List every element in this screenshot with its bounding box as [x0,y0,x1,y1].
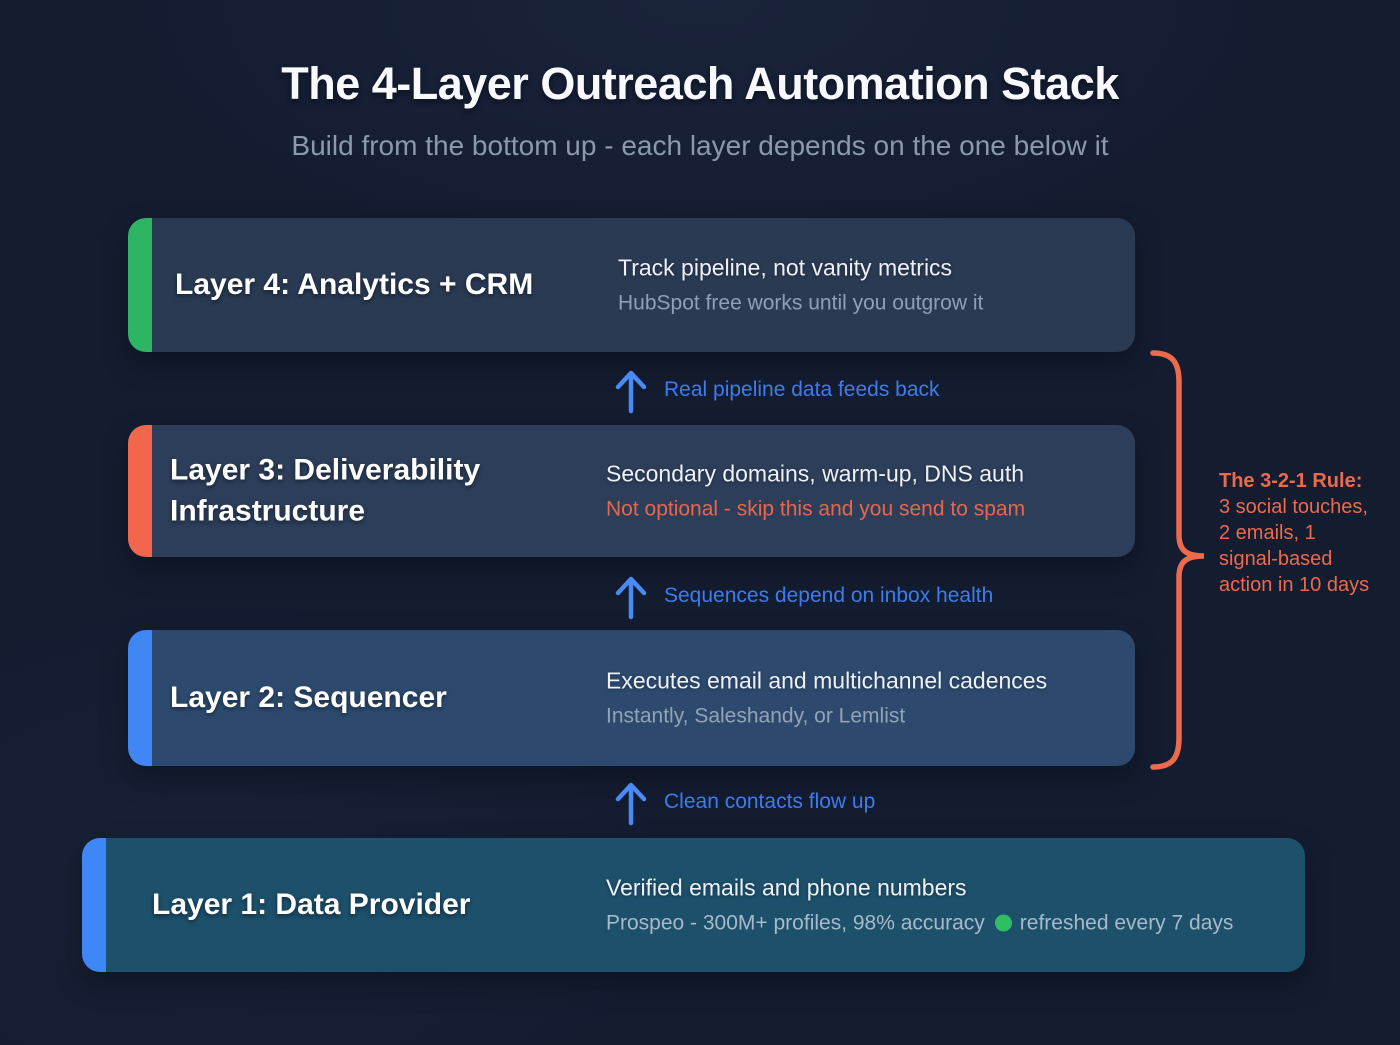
layer-1-card-body: Layer 1: Data Provider Verified emails a… [106,838,1305,972]
layer-1-card: Layer 1: Data Provider Verified emails a… [82,838,1305,972]
flow-arrow-label-2: Sequences depend on inbox health [664,584,994,607]
layer-1-provider-stats: Prospeo - 300M+ profiles, 98% accuracy [606,911,985,935]
layer-2-desc-secondary: Instantly, Saleshandy, or Lemlist [606,704,906,728]
status-dot-icon [994,914,1012,932]
flow-arrow-group-2: Sequences depend on inbox health [612,572,993,620]
rule-note-bold: The 3-2-1 Rule: [1219,470,1363,492]
layer-3-card-body: Layer 3: Deliverability Infrastructure S… [152,425,1135,557]
layer-3-desc-primary: Secondary domains, warm-up, DNS auth [606,460,1025,487]
layer-3-accent-bar [128,425,152,557]
layer-3-title: Layer 3: Deliverability Infrastructure [170,453,481,528]
layer-2-desc-primary: Executes email and multichannel cadences [606,667,1048,694]
layer-2-card: Layer 2: Sequencer Executes email and mu… [128,630,1135,766]
rule-note: The 3-2-1 Rule: 3 social touches, 2 email… [1219,468,1371,598]
rule-note-text-a: 3 social touches, [1219,496,1368,518]
layer-1-refresh-note: refreshed every 7 days [1019,911,1234,935]
arrow-up-icon [615,576,647,620]
rule-note-text-b: 2 emails, 1 signal-based action in 10 da… [1219,522,1370,596]
layer-4-accent-bar [128,218,152,352]
layer-1-desc-primary: Verified emails and phone numbers [606,874,967,901]
arrow-up-icon [615,370,647,414]
layer-3-card: Layer 3: Deliverability Infrastructure S… [128,425,1135,557]
layer-3-desc-secondary: Not optional - skip this and you send to… [606,497,1026,521]
layer-1-accent-bar [82,838,106,972]
flow-arrow-label-1: Real pipeline data feeds back [664,378,940,401]
layer-2-description: Executes email and multichannel cadences… [606,668,1047,729]
flow-arrow-group-3: Clean contacts flow up [612,778,875,826]
layer-4-desc-primary: Track pipeline, not vanity metrics [618,254,953,281]
page-title: The 4-Layer Outreach Automation Stack [281,58,1119,109]
curly-brace-icon [1150,350,1205,770]
layer-4-desc-secondary: HubSpot free works until you outgrow it [618,291,984,315]
layer-1-description: Verified emails and phone numbers Prospe… [606,875,1233,936]
layer-4-card-body: Layer 4: Analytics + CRM Track pipeline,… [152,218,1135,352]
layer-2-accent-bar [128,630,152,766]
layer-4-title: Layer 4: Analytics + CRM [175,267,534,301]
page-subtitle: Build from the bottom up - each layer de… [291,130,1109,161]
layer-4-card: Layer 4: Analytics + CRM Track pipeline,… [128,218,1135,352]
layer-4-description: Track pipeline, not vanity metrics HubSp… [618,255,983,316]
layer-2-title: Layer 2: Sequencer [170,680,447,714]
flow-arrow-label-3: Clean contacts flow up [664,790,876,813]
layer-3-description: Secondary domains, warm-up, DNS auth Not… [606,461,1025,522]
arrow-up-icon [615,782,647,826]
layer-2-card-body: Layer 2: Sequencer Executes email and mu… [152,630,1135,766]
layer-1-desc-secondary: Prospeo - 300M+ profiles, 98% accuracy re… [606,912,1233,936]
flow-arrow-group-1: Real pipeline data feeds back [612,366,940,414]
layer-1-title: Layer 1: Data Provider [152,887,471,921]
